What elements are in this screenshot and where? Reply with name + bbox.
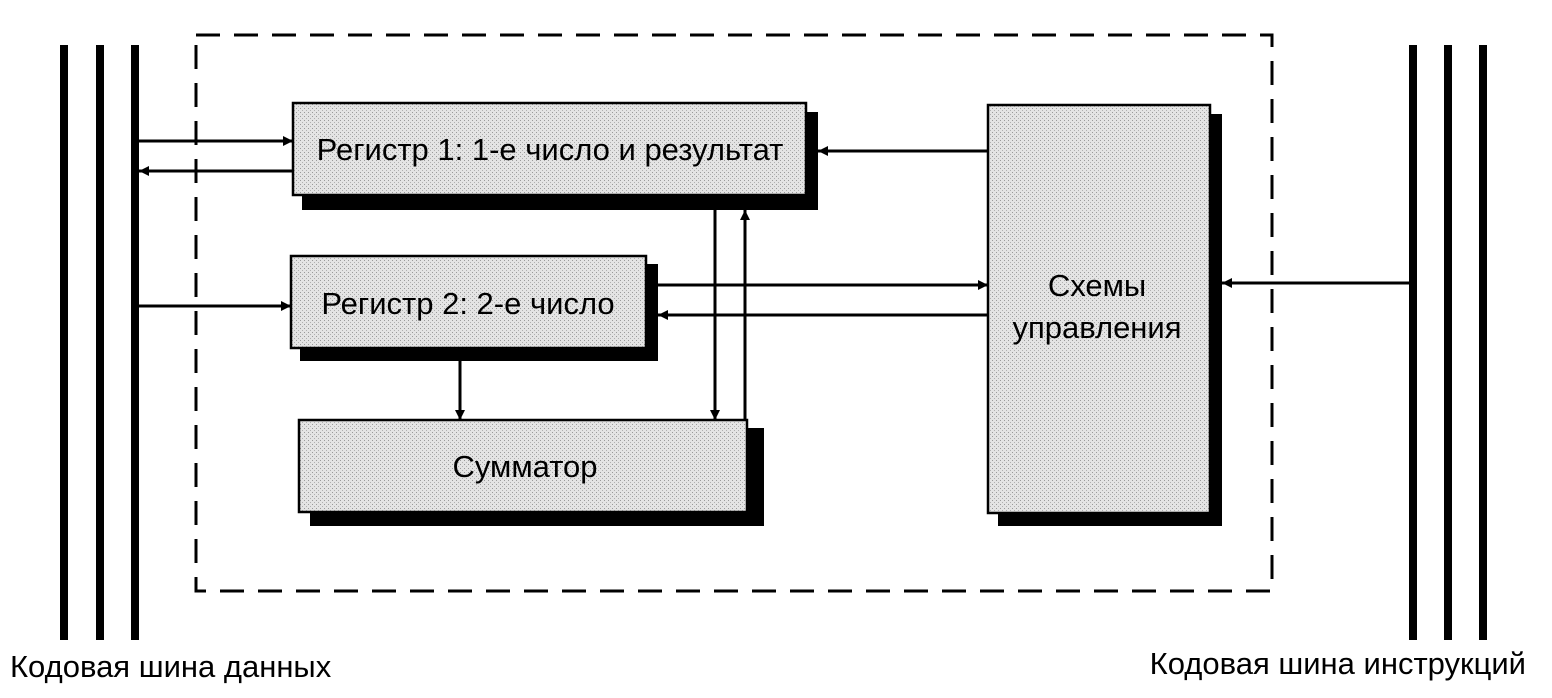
- control-block: Схемы управления: [986, 103, 1222, 526]
- adder-label: Сумматор: [452, 449, 597, 484]
- control-label-line2: управления: [1012, 310, 1181, 345]
- register-1-block: Регистр 1: 1-е число и результат: [291, 101, 818, 210]
- instruction-bus-lines: [1409, 45, 1487, 640]
- control-label-line1: Схемы: [1048, 268, 1146, 303]
- register-2-label: Регистр 2: 2-е число: [321, 286, 614, 321]
- data-bus-label: Кодовая шина данных: [10, 649, 332, 684]
- register-2-block: Регистр 2: 2-е число: [289, 254, 658, 361]
- instruction-bus-label: Кодовая шина инструкций: [1150, 646, 1526, 681]
- register-1-label: Регистр 1: 1-е число и результат: [317, 132, 784, 167]
- processor-boundary: [194, 33, 1274, 593]
- data-bus-lines: [60, 45, 139, 640]
- adder-block: Сумматор: [297, 418, 764, 526]
- connections: [139, 136, 1409, 420]
